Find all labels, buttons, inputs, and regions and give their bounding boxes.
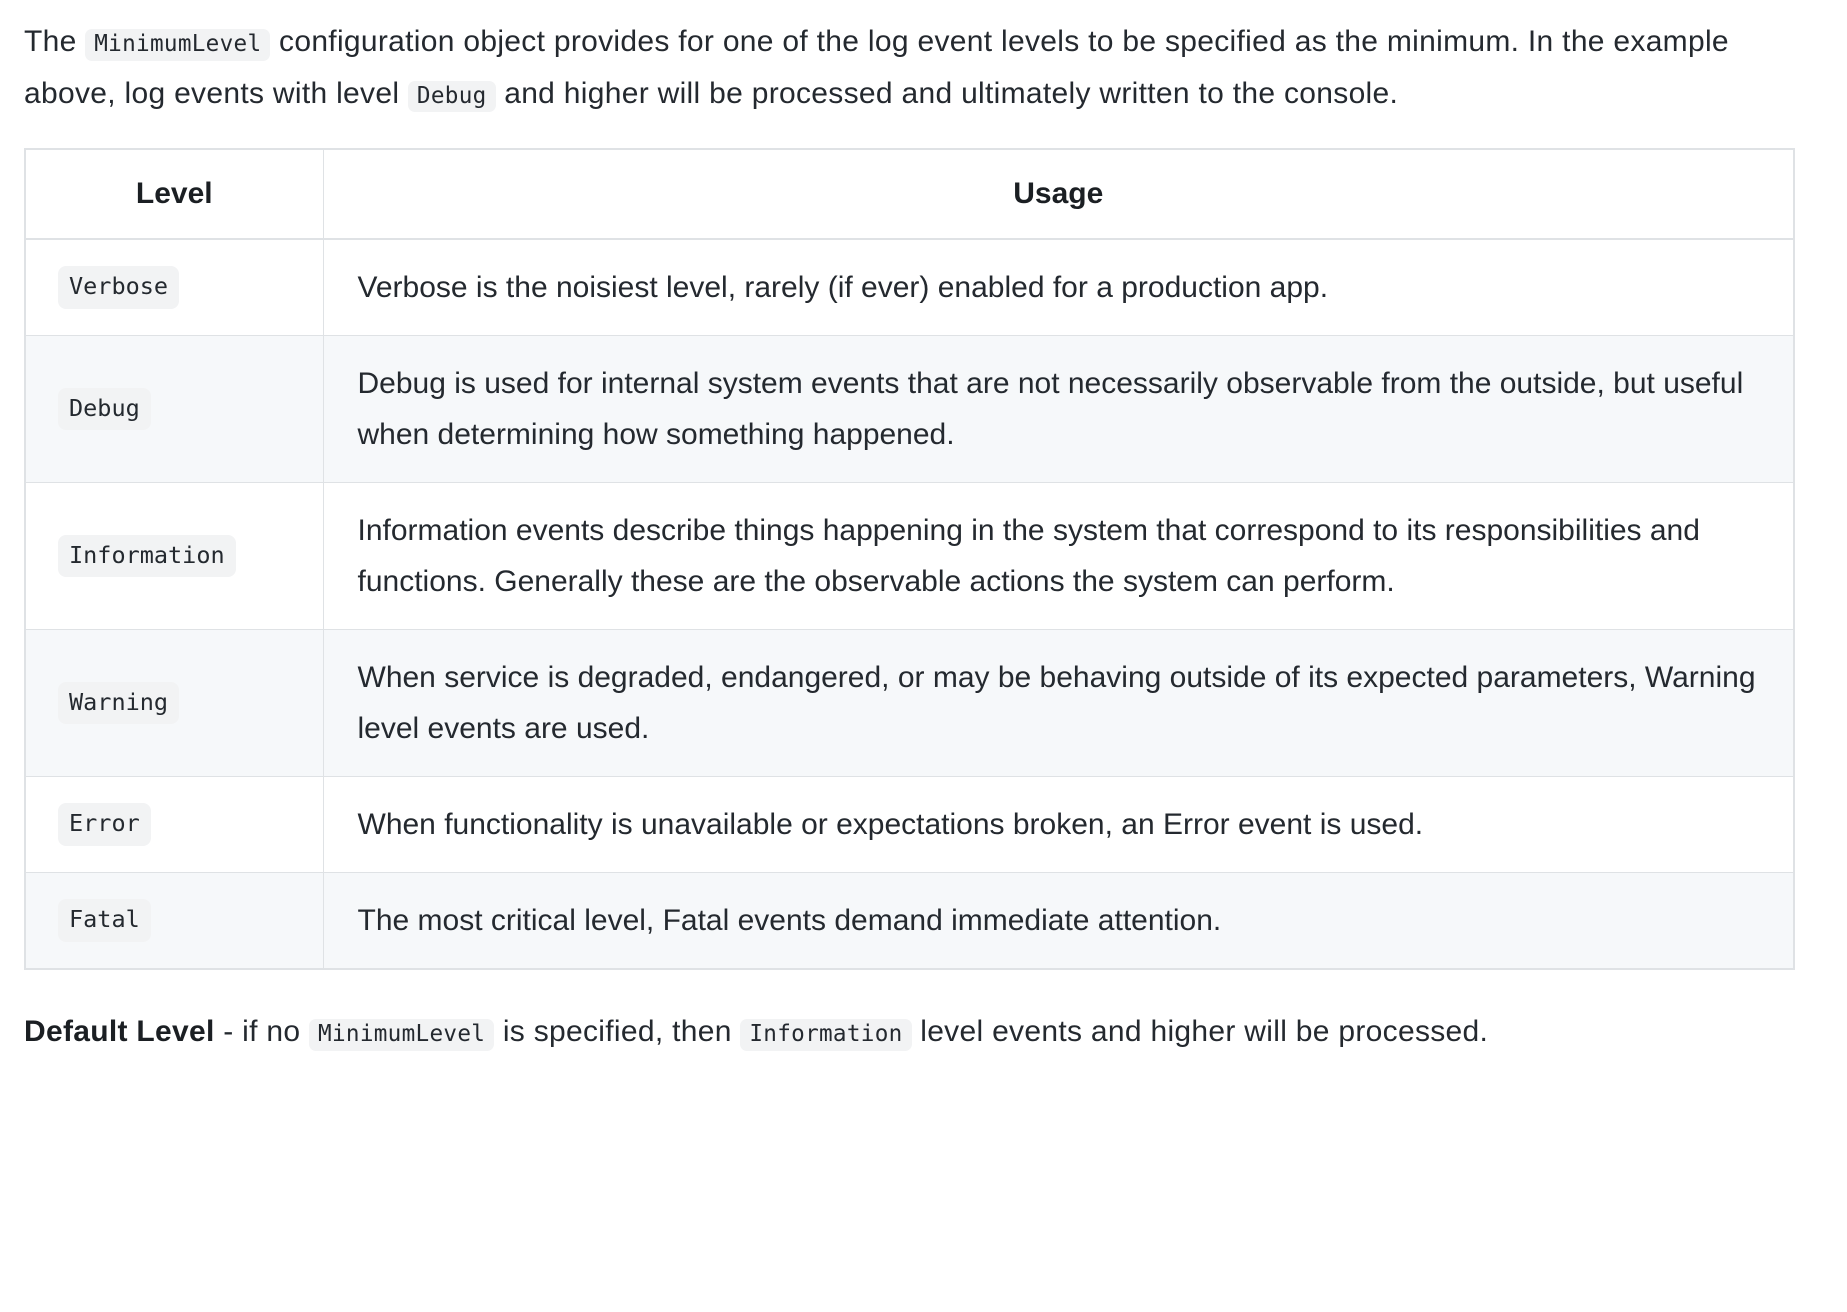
usage-cell: When service is degraded, endangered, or… (322, 629, 1795, 778)
table-row: Fatal The most critical level, Fatal eve… (24, 872, 1795, 970)
intro-paragraph: The MinimumLevel configuration object pr… (24, 0, 1804, 119)
default-level-text-part-1: - if no (214, 1015, 310, 1049)
table-header-row: Level Usage (24, 148, 1795, 241)
log-levels-table-container: Level Usage Verbose Verbose is the noisi… (24, 119, 1823, 971)
default-level-lead: Default Level (24, 1015, 215, 1049)
usage-cell: When functionality is unavailable or exp… (322, 776, 1795, 874)
table-row: Debug Debug is used for internal system … (24, 335, 1795, 484)
level-cell: Verbose (24, 238, 324, 337)
column-header-usage: Usage (322, 148, 1795, 241)
default-level-text-part-3: level events and higher will be processe… (911, 1015, 1489, 1049)
level-badge-error: Error (58, 803, 151, 846)
level-cell: Warning (24, 629, 324, 778)
level-badge-debug: Debug (58, 387, 151, 431)
default-level-text-part-2: is specified, then (494, 1015, 741, 1049)
level-badge-fatal: Fatal (58, 899, 151, 942)
usage-cell: Information events describe things happe… (322, 482, 1795, 631)
table-row: Verbose Verbose is the noisiest level, r… (24, 238, 1795, 337)
level-badge-warning: Warning (58, 681, 180, 725)
table-row: Information Information events describe … (24, 482, 1795, 631)
inline-code-minimumlevel: MinimumLevel (85, 29, 271, 61)
intro-text-part-2: configuration object provides for one of… (24, 25, 1729, 110)
level-cell: Fatal (24, 872, 324, 970)
usage-cell: Debug is used for internal system events… (322, 335, 1795, 484)
intro-text-part-3: and higher will be processed and ultimat… (495, 76, 1399, 110)
level-cell: Debug (24, 335, 324, 484)
column-header-level: Level (24, 148, 324, 241)
table-row: Error When functionality is unavailable … (24, 776, 1795, 874)
table-header: Level Usage (24, 148, 1795, 241)
table-body: Verbose Verbose is the noisiest level, r… (24, 238, 1795, 970)
level-cell: Information (24, 482, 324, 631)
document-page: The MinimumLevel configuration object pr… (24, 0, 1823, 1058)
inline-code-debug: Debug (407, 80, 496, 113)
log-levels-table: Level Usage Verbose Verbose is the noisi… (24, 148, 1795, 971)
usage-cell: The most critical level, Fatal events de… (322, 872, 1795, 970)
default-level-paragraph: Default Level - if no MinimumLevel is sp… (24, 970, 1804, 1058)
intro-text-part-1: The (24, 25, 86, 58)
inline-code-information: Information (740, 1019, 912, 1051)
inline-code-minimumlevel: MinimumLevel (309, 1019, 495, 1051)
level-cell: Error (24, 776, 324, 874)
table-row: Warning When service is degraded, endang… (24, 629, 1795, 778)
usage-cell: Verbose is the noisiest level, rarely (i… (322, 238, 1795, 337)
level-badge-information: Information (58, 534, 236, 578)
level-badge-verbose: Verbose (58, 266, 180, 309)
